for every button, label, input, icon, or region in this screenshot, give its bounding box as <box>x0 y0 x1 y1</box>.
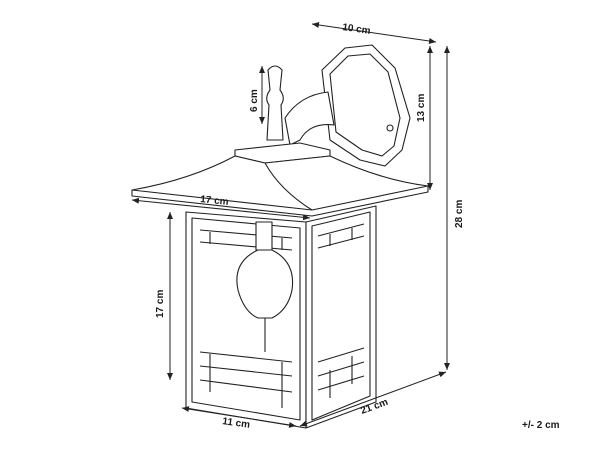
mount-width-label: 10 cm <box>342 22 372 37</box>
mount-height-label: 13 cm <box>416 94 427 122</box>
body-width-label: 11 cm <box>222 416 251 431</box>
roof-width-label: 17 cm <box>200 194 229 208</box>
mount-arm <box>284 91 335 146</box>
finial <box>266 65 284 141</box>
wall-mount-plate <box>321 44 411 167</box>
body-height-label: 17 cm <box>155 290 166 318</box>
finial-height-label: 6 cm <box>249 89 260 112</box>
bulb <box>236 221 294 352</box>
tolerance-note: +/- 2 cm <box>522 420 560 431</box>
total-height-label: 28 cm <box>454 200 465 228</box>
lantern-cage <box>185 205 377 429</box>
